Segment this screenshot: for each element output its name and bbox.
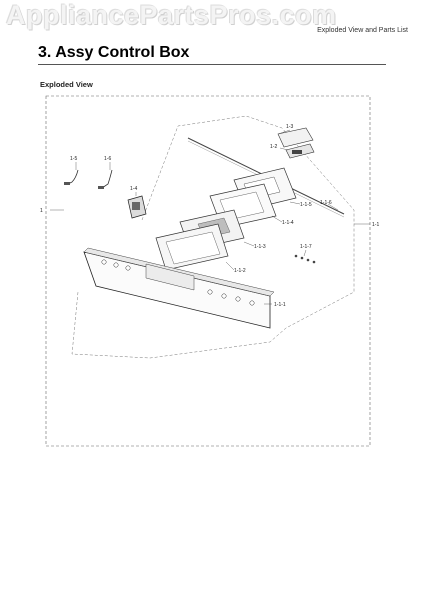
leader-line (271, 215, 283, 223)
wire-harness-1-5 (67, 169, 79, 185)
knob-left-3 (125, 265, 131, 271)
callout-1-1-1: 1-1-1 (274, 302, 286, 308)
callout-1: 1 (40, 208, 43, 214)
screw-3 (306, 258, 310, 262)
display-bezel-inner (165, 231, 221, 265)
leader-line (277, 129, 291, 135)
title-divider (38, 64, 386, 65)
knob-right-2 (221, 293, 227, 299)
callout-1-6: 1-6 (104, 156, 111, 162)
knob-left-2 (113, 262, 119, 268)
callout-1-1: 1-1 (372, 222, 379, 228)
callout-1-1-3: 1-1-3 (254, 244, 266, 250)
pcb-board-1-3 (277, 127, 314, 148)
leader-line (289, 201, 301, 205)
callout-1-1-6: 1-1-6 (320, 200, 332, 206)
subsection-title: Exploded View (40, 80, 93, 89)
callout-1-4: 1-4 (130, 186, 137, 192)
page-title: 3. Assy Control Box (38, 44, 190, 61)
screw-4 (312, 260, 316, 264)
callout-1-1-4: 1-1-4 (282, 220, 294, 226)
leader-line (279, 147, 289, 151)
knob-left-1 (101, 259, 107, 265)
front-panel-display-cutout (145, 263, 195, 291)
harness-plug-1-6 (98, 186, 104, 189)
callout-1-1-7: 1-1-7 (300, 244, 312, 250)
screw-2 (300, 256, 304, 260)
screw-1 (294, 254, 298, 258)
harness-plug-1-5 (64, 182, 70, 185)
knob-right-3 (235, 296, 241, 302)
callout-1-1-5: 1-1-5 (300, 202, 312, 208)
knob-right-4 (249, 300, 255, 306)
exploded-view-diagram: 1 1-5 1-6 1-4 1-3 1-2 1-1-5 1-1-6 1-1 1-… (40, 95, 379, 447)
wire-harness-1-6 (101, 169, 113, 189)
assembly-boundary (45, 95, 371, 447)
header-section-label: Exploded View and Parts List (317, 27, 408, 34)
callout-1-2: 1-2 (270, 144, 277, 150)
leader-line (327, 203, 339, 211)
knob-right-1 (207, 289, 213, 295)
connector-block (292, 150, 302, 154)
subassembly-boundary (71, 115, 355, 359)
callout-1-3: 1-3 (286, 124, 293, 130)
watermark-logo: AppliancePartsPros.com (6, 0, 337, 30)
leader-line (303, 249, 307, 257)
callout-1-1-2: 1-1-2 (234, 268, 246, 274)
leader-line (243, 241, 255, 247)
switch-module-face (132, 202, 140, 210)
callout-1-5: 1-5 (70, 156, 77, 162)
leader-line (225, 261, 235, 271)
